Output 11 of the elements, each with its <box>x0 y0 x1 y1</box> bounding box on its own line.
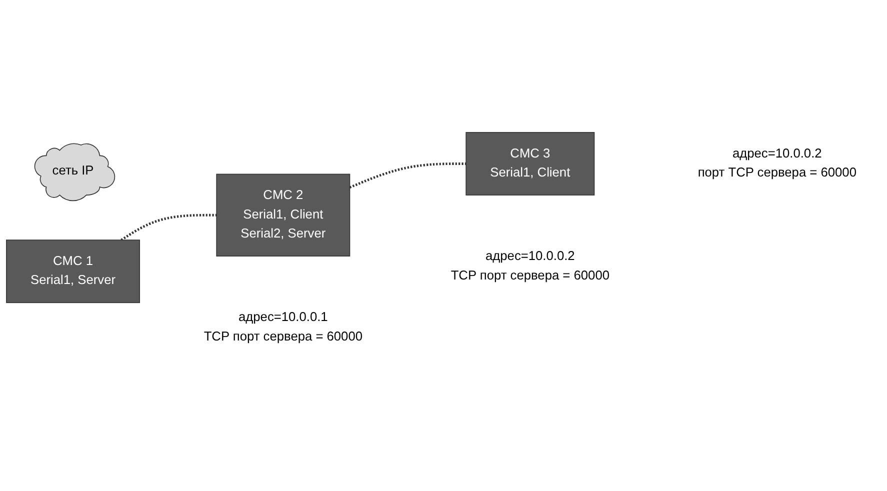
node-box: CMC 1 Serial1, Server <box>6 239 140 303</box>
node-label: TCP порт сервера = 60000 <box>450 268 610 282</box>
node-label: адрес=10.0.0.2 <box>732 146 822 160</box>
node-label: адрес=10.0.0.2 <box>486 250 575 264</box>
node-label: TCP порт сервера = 60000 <box>204 330 362 344</box>
connector <box>120 214 217 241</box>
node-box: CMC 3 Serial1, Client <box>466 132 595 196</box>
connector <box>349 162 466 188</box>
node-box: CMC 2 Serial1, Client Serial2, Server <box>216 174 350 256</box>
node-label: порт TCP сервера = 60000 <box>698 166 856 180</box>
node-label: адрес=10.0.0.1 <box>238 310 328 324</box>
